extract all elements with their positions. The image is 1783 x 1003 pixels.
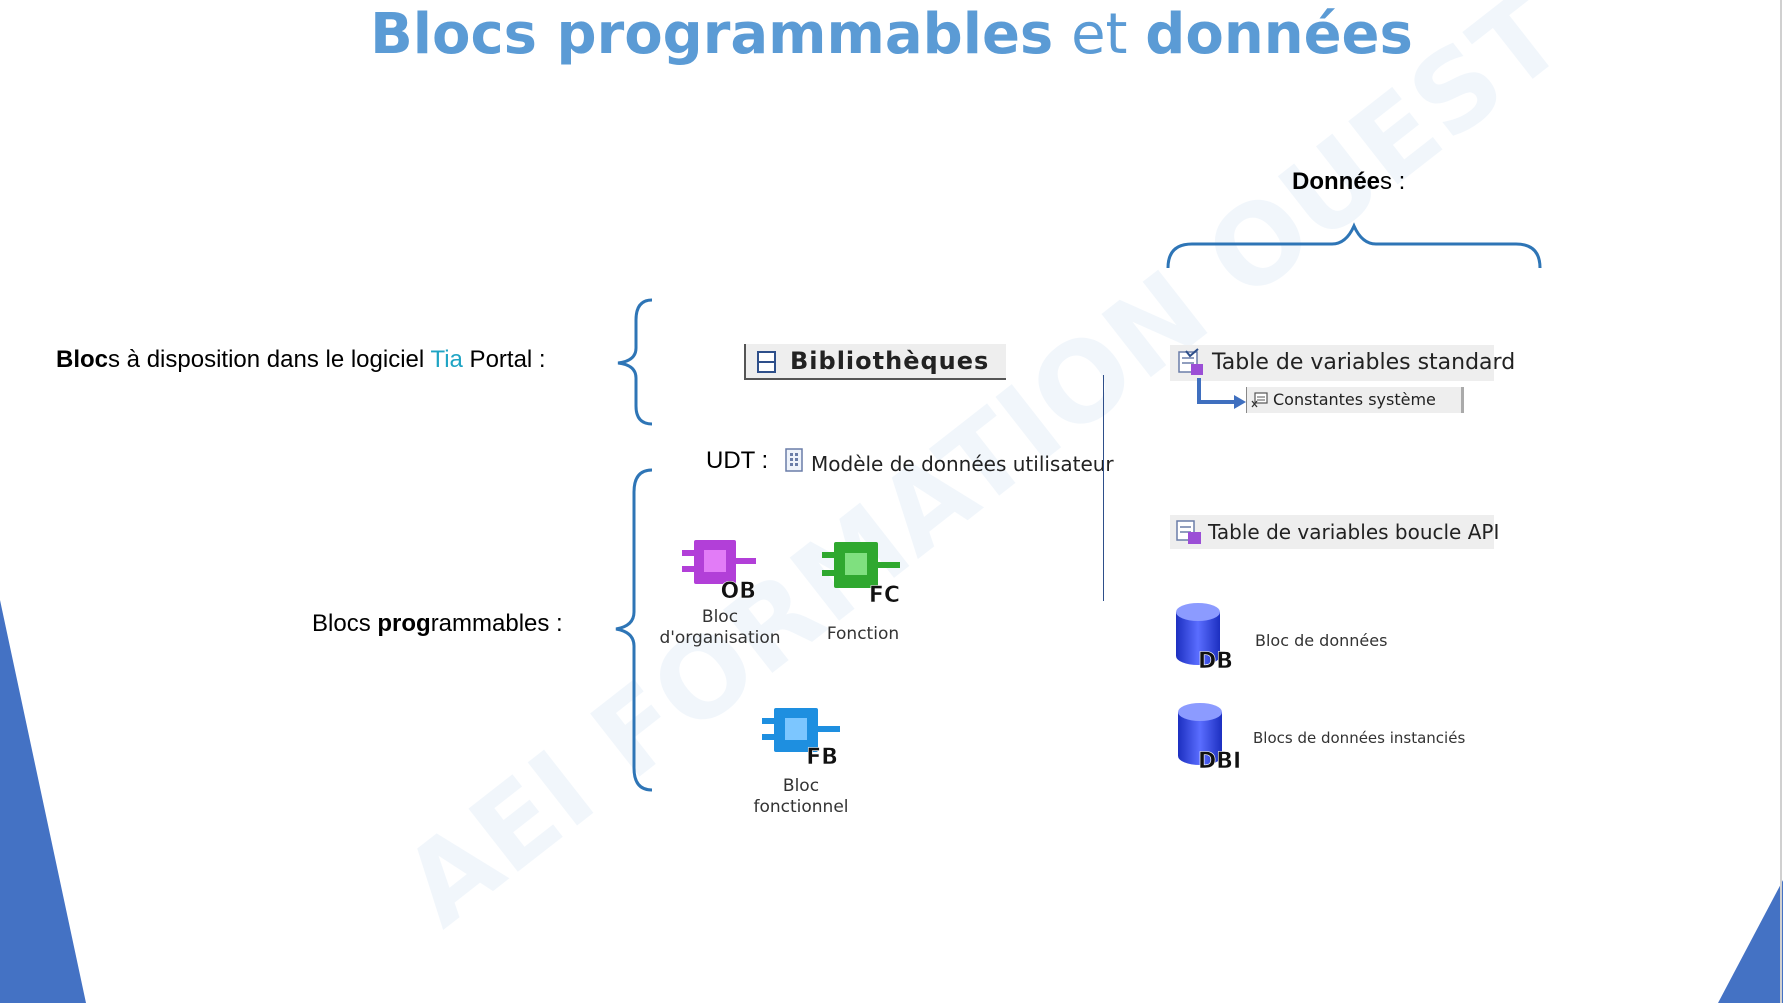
loop-table-panel[interactable]: Table de variables boucle API: [1170, 515, 1499, 549]
sys-constants-panel[interactable]: Constantes système: [1246, 387, 1464, 413]
fc-block-icon[interactable]: FC: [822, 540, 902, 608]
section-divider: [1103, 375, 1104, 601]
libraries-label: Bibliothèques: [790, 347, 990, 375]
title-part-1: Blocs programmables: [370, 2, 1054, 67]
fc-badge: FC: [869, 583, 900, 608]
db-label: Bloc de données: [1255, 631, 1388, 650]
brace-tia: [617, 298, 653, 426]
db-badge: DB: [1198, 649, 1233, 674]
brace-data: [1166, 222, 1542, 269]
data-header: Données :: [1292, 168, 1406, 195]
page-title: Blocs programmables et données: [0, 2, 1783, 67]
dbi-icon[interactable]: DBI: [1176, 700, 1246, 774]
fb-caption: Bloc fonctionnel: [753, 776, 849, 817]
libraries-panel[interactable]: Bibliothèques: [744, 344, 1006, 380]
tag-table-icon: [1178, 348, 1203, 375]
std-table-panel[interactable]: Table de variables standard: [1170, 345, 1515, 381]
connector-arrow: [1197, 378, 1246, 409]
library-icon: [757, 351, 776, 373]
ob-badge: OB: [721, 579, 756, 604]
sys-constants-label: Constantes système: [1273, 390, 1436, 409]
brace-programmable: [615, 468, 653, 792]
title-part-2: et: [1053, 2, 1146, 67]
dbi-badge: DBI: [1198, 749, 1241, 774]
ob-block-icon[interactable]: OB: [682, 538, 758, 604]
fb-badge: FB: [806, 745, 838, 770]
udt-icon: [785, 448, 803, 472]
dbi-label: Blocs de données instanciés: [1253, 729, 1466, 747]
loop-table-label: Table de variables boucle API: [1208, 520, 1500, 544]
fc-caption: Fonction: [826, 624, 900, 644]
udt-prefix: UDT :: [706, 447, 769, 474]
fb-block-icon[interactable]: FB: [762, 706, 842, 770]
programmable-blocks-label: Blocs programmables :: [312, 610, 563, 637]
constants-icon: [1251, 392, 1268, 408]
ob-caption: Bloc d'organisation: [659, 607, 781, 648]
udt-label: Modèle de données utilisateur: [811, 452, 1114, 476]
tia-blocks-label: Blocs à disposition dans le logiciel Tia…: [56, 346, 546, 373]
title-part-3: données: [1145, 2, 1413, 67]
loop-table-icon: [1176, 520, 1201, 544]
db-icon[interactable]: DB: [1174, 600, 1236, 674]
std-table-label: Table de variables standard: [1212, 350, 1516, 375]
